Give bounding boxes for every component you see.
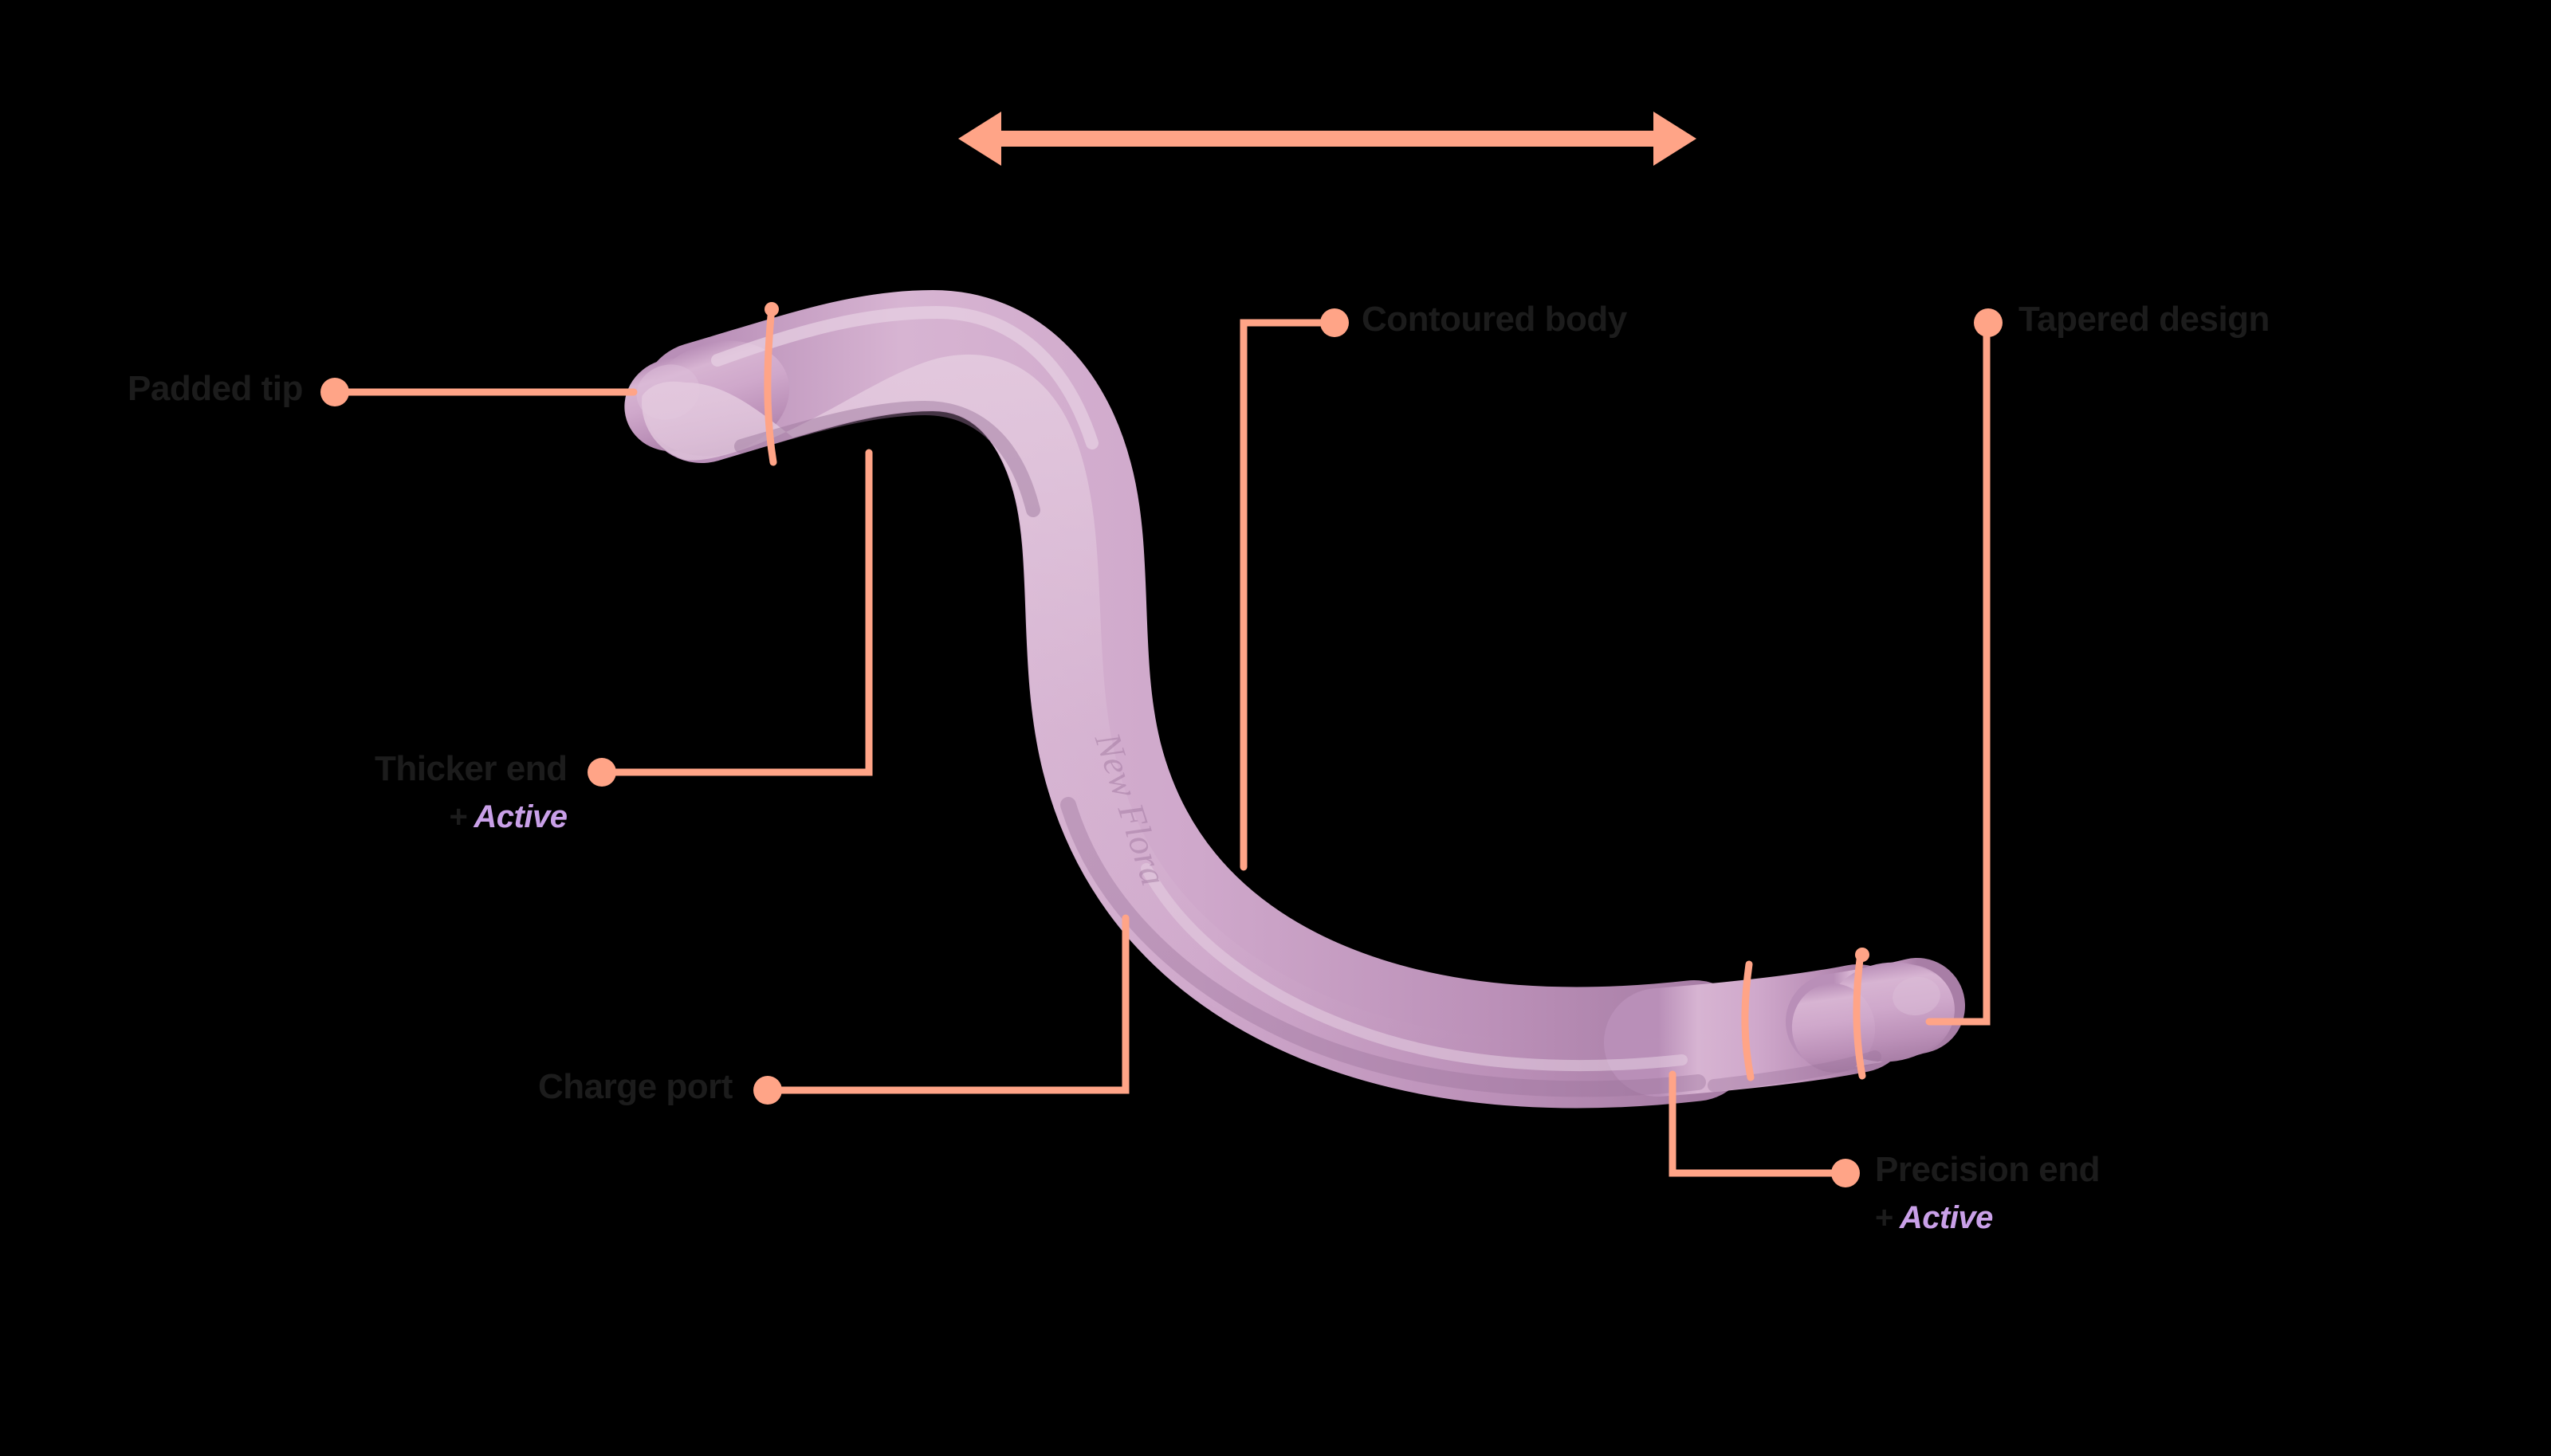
band-precision-b bbox=[1853, 949, 1866, 1080]
callout-label-text: Tapered design bbox=[2018, 300, 2270, 339]
leader-tapered-design bbox=[1925, 319, 1991, 1026]
band-cap-thicker bbox=[765, 302, 779, 316]
callout-label-precision-end: Precision end +Active bbox=[1875, 1150, 2101, 1234]
wand-body bbox=[624, 289, 1965, 1109]
length-dimension-arrow bbox=[958, 112, 1696, 166]
wand-shading bbox=[642, 354, 1754, 1087]
callout-label-thicker-end: Thicker end +Active bbox=[375, 749, 568, 834]
callout-leader-lines bbox=[335, 304, 1991, 1177]
dot-precision-end bbox=[1831, 1159, 1860, 1187]
active-word: Active bbox=[474, 799, 568, 834]
band-thicker-end-a bbox=[764, 304, 777, 466]
product-illustration: New Flora bbox=[624, 289, 1965, 1109]
callout-sublabel-active: +Active bbox=[375, 799, 568, 834]
leader-contoured-body bbox=[1240, 319, 1337, 871]
dot-charge-port bbox=[753, 1076, 782, 1105]
callout-label-tapered-design: Tapered design bbox=[2018, 302, 2270, 337]
callout-label-charge-port: Charge port bbox=[538, 1069, 733, 1105]
active-word: Active bbox=[1899, 1200, 1994, 1235]
band-precision-a bbox=[1741, 960, 1755, 1081]
callout-label-text: Contoured body bbox=[1362, 300, 1627, 339]
dot-contoured-body bbox=[1320, 308, 1349, 337]
plus-icon: + bbox=[1875, 1200, 1893, 1235]
callout-label-text: Charge port bbox=[538, 1067, 733, 1106]
callout-label-text: Padded tip bbox=[128, 369, 303, 408]
callout-sublabel-active: +Active bbox=[1875, 1202, 2100, 1234]
dot-thicker-end bbox=[588, 758, 616, 787]
callout-label-text: Thicker end bbox=[375, 749, 568, 788]
leader-precision-end bbox=[1669, 1070, 1845, 1177]
wand-top-highlight bbox=[711, 305, 1099, 449]
plus-icon: + bbox=[449, 799, 468, 834]
band-cap-precision bbox=[1855, 948, 1869, 962]
callout-label-text: Precision end bbox=[1875, 1150, 2101, 1189]
callout-dots bbox=[320, 302, 2003, 1187]
callout-label-padded-tip: Padded tip bbox=[128, 371, 303, 406]
leader-charge-port bbox=[768, 914, 1130, 1094]
dot-tapered-design bbox=[1974, 308, 2003, 337]
callout-label-contoured-body: Contoured body bbox=[1362, 302, 1627, 337]
dot-padded-tip bbox=[320, 378, 349, 406]
leader-thicker-end bbox=[602, 449, 873, 776]
